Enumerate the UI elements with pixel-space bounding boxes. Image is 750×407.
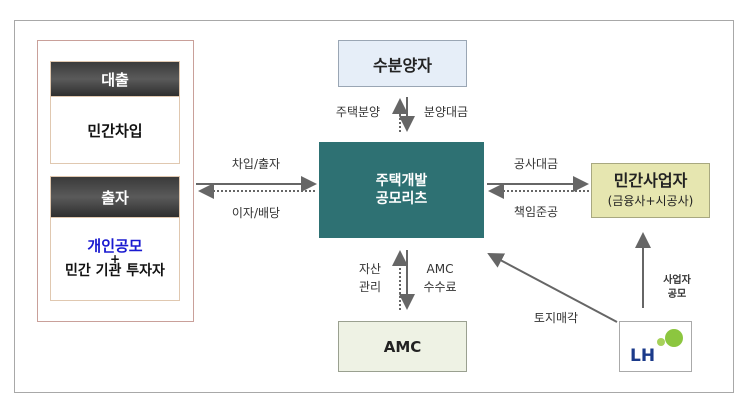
lh-label: LH (630, 346, 656, 366)
loan-body: 민간차입 (50, 97, 180, 164)
equity-header: 출자 (50, 176, 180, 218)
buyer-label: 수분양자 (373, 55, 432, 75)
edge-label-completion-guarantee: 책임준공 (513, 205, 559, 219)
institutional-investors: 민간 기관 투자자 (65, 263, 165, 279)
amc-label: AMC (383, 337, 422, 356)
edge-label-interest-dividend: 이자/배당 (231, 206, 281, 220)
edge-label-land-sale: 토지매각 (533, 311, 579, 325)
edge-label-developer: 사업자 (663, 275, 691, 286)
edge-label-borrow-invest: 차입/출자 (231, 157, 281, 171)
edge-label-fee: 수수료 (423, 280, 457, 294)
diagram-frame (14, 20, 734, 393)
plus-sign: + (109, 252, 121, 266)
equity-body: 개인공모 + 민간 기관 투자자 (50, 218, 180, 301)
developer-node: 민간사업자 (금융사+시공사) (591, 163, 710, 218)
edge-label-construction-payment: 공사대금 (513, 157, 559, 171)
reits-label-2: 공모리츠 (375, 191, 428, 207)
reits-label-1: 주택개발 (375, 173, 428, 189)
edge-label-recruitment: 공모 (667, 289, 687, 300)
lh-node: LH (619, 321, 692, 372)
land-sale-arrow (487, 253, 618, 323)
lh-logo-icon (657, 329, 683, 347)
public-offering: 개인공모 (87, 237, 143, 255)
buyer-node: 수분양자 (338, 40, 467, 87)
funding-panel (37, 40, 194, 322)
edge-label-housing-sale: 주택분양 (335, 105, 381, 119)
loan-header: 대출 (50, 61, 180, 97)
edge-label-amc: AMC (426, 262, 454, 276)
edge-label-sale-payment: 분양대금 (423, 105, 469, 119)
edge-label-asset: 자산 (358, 262, 382, 276)
reits-node: 주택개발 공모리츠 (319, 142, 484, 238)
developer-sublabel: (금융사+시공사) (607, 193, 694, 208)
amc-node: AMC (338, 321, 467, 372)
developer-label: 민간사업자 (613, 170, 688, 190)
loan-source: 민간차입 (87, 121, 143, 140)
edge-label-management: 관리 (358, 280, 382, 294)
